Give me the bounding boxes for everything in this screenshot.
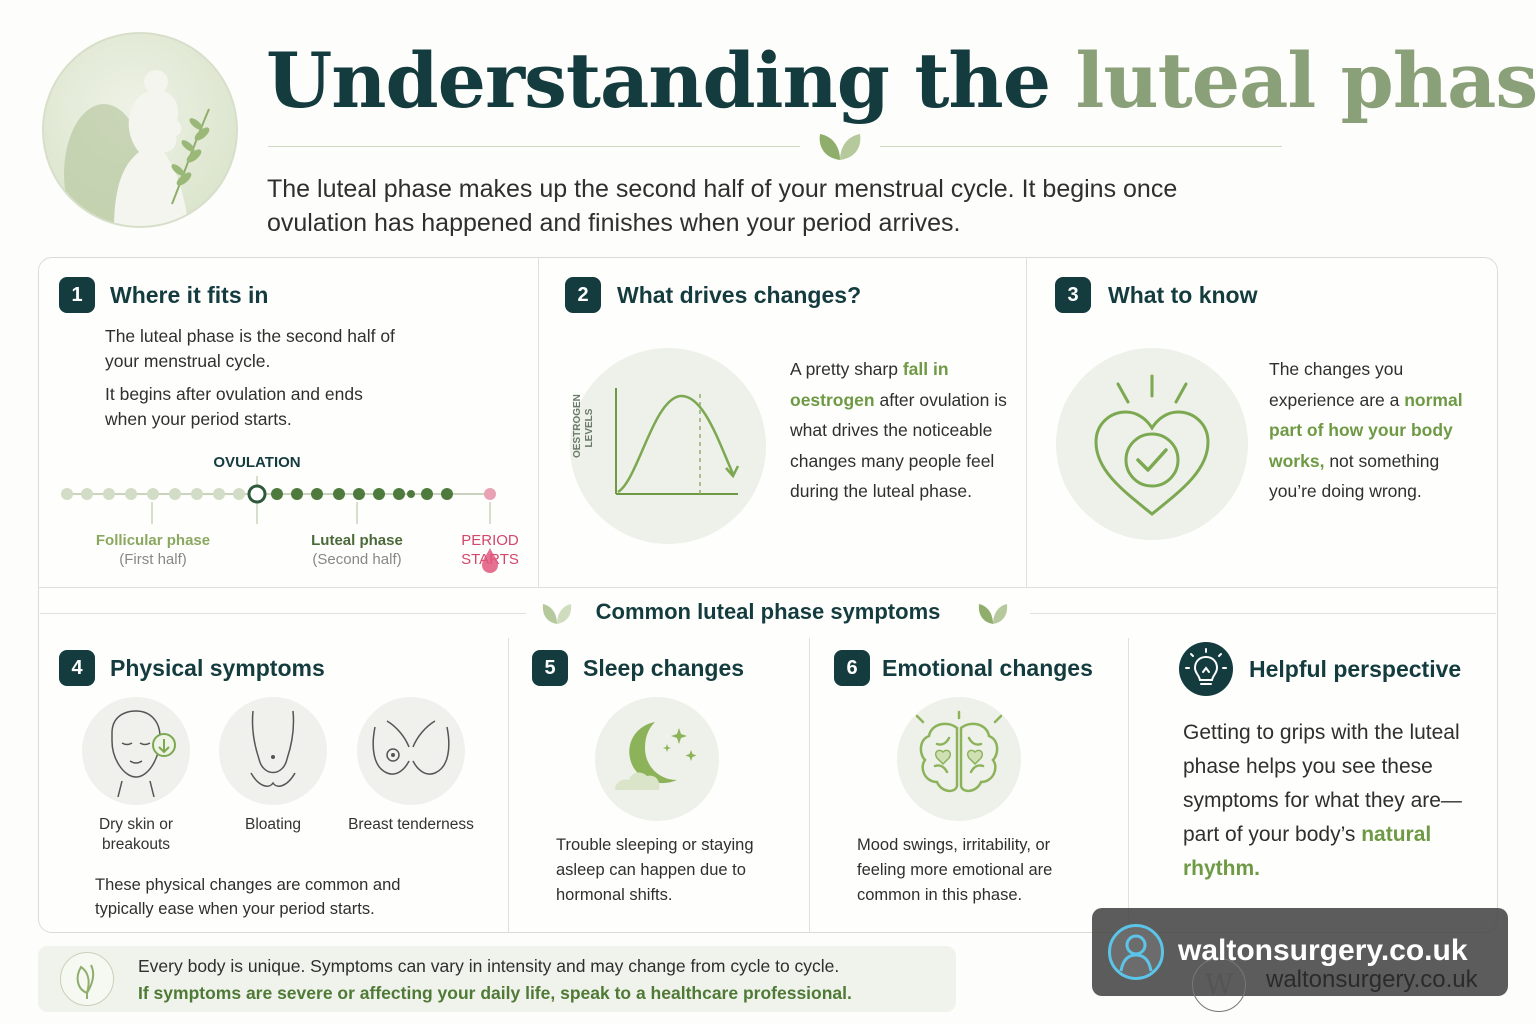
section-number: 3	[1055, 277, 1091, 313]
section-text: Mood swings, irritability, or feeling mo…	[857, 836, 1053, 904]
symptom-label: Bloating	[244, 816, 301, 833]
section-text: It begins after ovulation and ends when …	[105, 384, 363, 429]
section-text: A pretty sharp fall in oestrogen after o…	[790, 359, 1007, 501]
section-number: 5	[532, 650, 568, 686]
watermark-logo	[1108, 924, 1164, 980]
breast-icon	[372, 720, 450, 775]
axis-label: OESTROGEN LEVELS	[572, 394, 595, 458]
leaf-icon	[814, 128, 866, 167]
moon-icon	[615, 722, 697, 790]
luteal-phase-sub: (Second half)	[312, 551, 402, 568]
page-title: Understanding the luteal phase	[266, 36, 1536, 125]
divider	[1026, 258, 1027, 588]
hero-illustration	[42, 32, 238, 228]
section-number: 6	[834, 650, 870, 686]
leaf-icon	[978, 604, 1008, 624]
symptom-label: Breast tenderness	[348, 816, 474, 833]
oestrogen-curve-icon	[615, 388, 740, 495]
bloating-icon	[250, 710, 296, 787]
title-divider-left	[268, 146, 800, 147]
perspective-text: Getting to grips with the luteal phase h…	[1183, 721, 1462, 880]
woman-profile-icon	[64, 70, 210, 226]
title-divider-right	[880, 146, 1282, 147]
disclaimer-line: Every body is unique. Symptoms can vary …	[138, 956, 840, 976]
section-number: 2	[565, 277, 601, 313]
moon-backdrop	[595, 697, 719, 821]
section-title-what-to-know: What to know	[1108, 282, 1258, 308]
divider	[538, 258, 539, 588]
section-text: The changes you experience are a normal …	[1269, 359, 1463, 501]
face-icon	[111, 710, 176, 798]
follicular-phase-label: Follicular phase	[95, 532, 211, 549]
section-title-perspective: Helpful perspective	[1249, 656, 1462, 682]
disclaimer-banner	[38, 946, 956, 1012]
lightbulb-badge	[1179, 642, 1233, 696]
divider	[40, 613, 526, 614]
section-title-sleep: Sleep changes	[583, 655, 745, 681]
watermark-subtext: waltonsurgery.co.uk	[1266, 966, 1478, 993]
cycle-timeline	[61, 476, 496, 524]
symptom-icon-backdrop	[357, 697, 465, 805]
intro-text: The luteal phase makes up the second hal…	[267, 175, 1178, 237]
ovulation-label: OVULATION	[213, 454, 301, 471]
section-number: 4	[59, 650, 95, 686]
divider	[1128, 638, 1129, 932]
leaf-icon	[76, 964, 95, 999]
chart-backdrop	[570, 348, 766, 544]
watermark-badge: W	[1192, 958, 1246, 1012]
divider	[508, 638, 509, 932]
period-starts-label: PERIOD	[461, 532, 519, 549]
section-title-what-drives: What drives changes?	[617, 282, 862, 308]
physical-note: These physical changes are common and ty…	[95, 876, 401, 918]
leaf-icon	[542, 604, 572, 624]
follicular-phase-sub: (First half)	[119, 551, 187, 568]
leaf-badge	[60, 952, 114, 1006]
heart-check-icon	[1094, 374, 1210, 516]
symptom-label: Dry skin or breakouts	[98, 816, 174, 853]
disclaimer-warning: If symptoms are severe or affecting your…	[138, 983, 852, 1003]
divider	[1030, 613, 1496, 614]
section-text: Trouble sleeping or staying asleep can h…	[556, 836, 754, 904]
section-title-physical: Physical symptoms	[110, 655, 325, 681]
divider	[809, 638, 810, 932]
section-text: The luteal phase is the second half of y…	[105, 326, 395, 371]
person-icon	[1119, 934, 1153, 972]
symptom-icon-backdrop	[219, 697, 327, 805]
lightbulb-icon	[1185, 648, 1227, 685]
watermark-text: waltonsurgery.co.uk	[1178, 934, 1468, 967]
drop-icon	[482, 548, 498, 573]
divider	[39, 587, 1497, 588]
common-symptoms-title: Common luteal phase symptoms	[595, 599, 941, 624]
info-card	[38, 257, 1498, 933]
brain-icon	[915, 710, 1003, 793]
luteal-phase-label: Luteal phase	[311, 532, 403, 549]
section-number: 1	[59, 277, 95, 313]
section-title-where-it-fits: Where it fits in	[110, 282, 269, 308]
section-title-emotional: Emotional changes	[882, 655, 1093, 681]
